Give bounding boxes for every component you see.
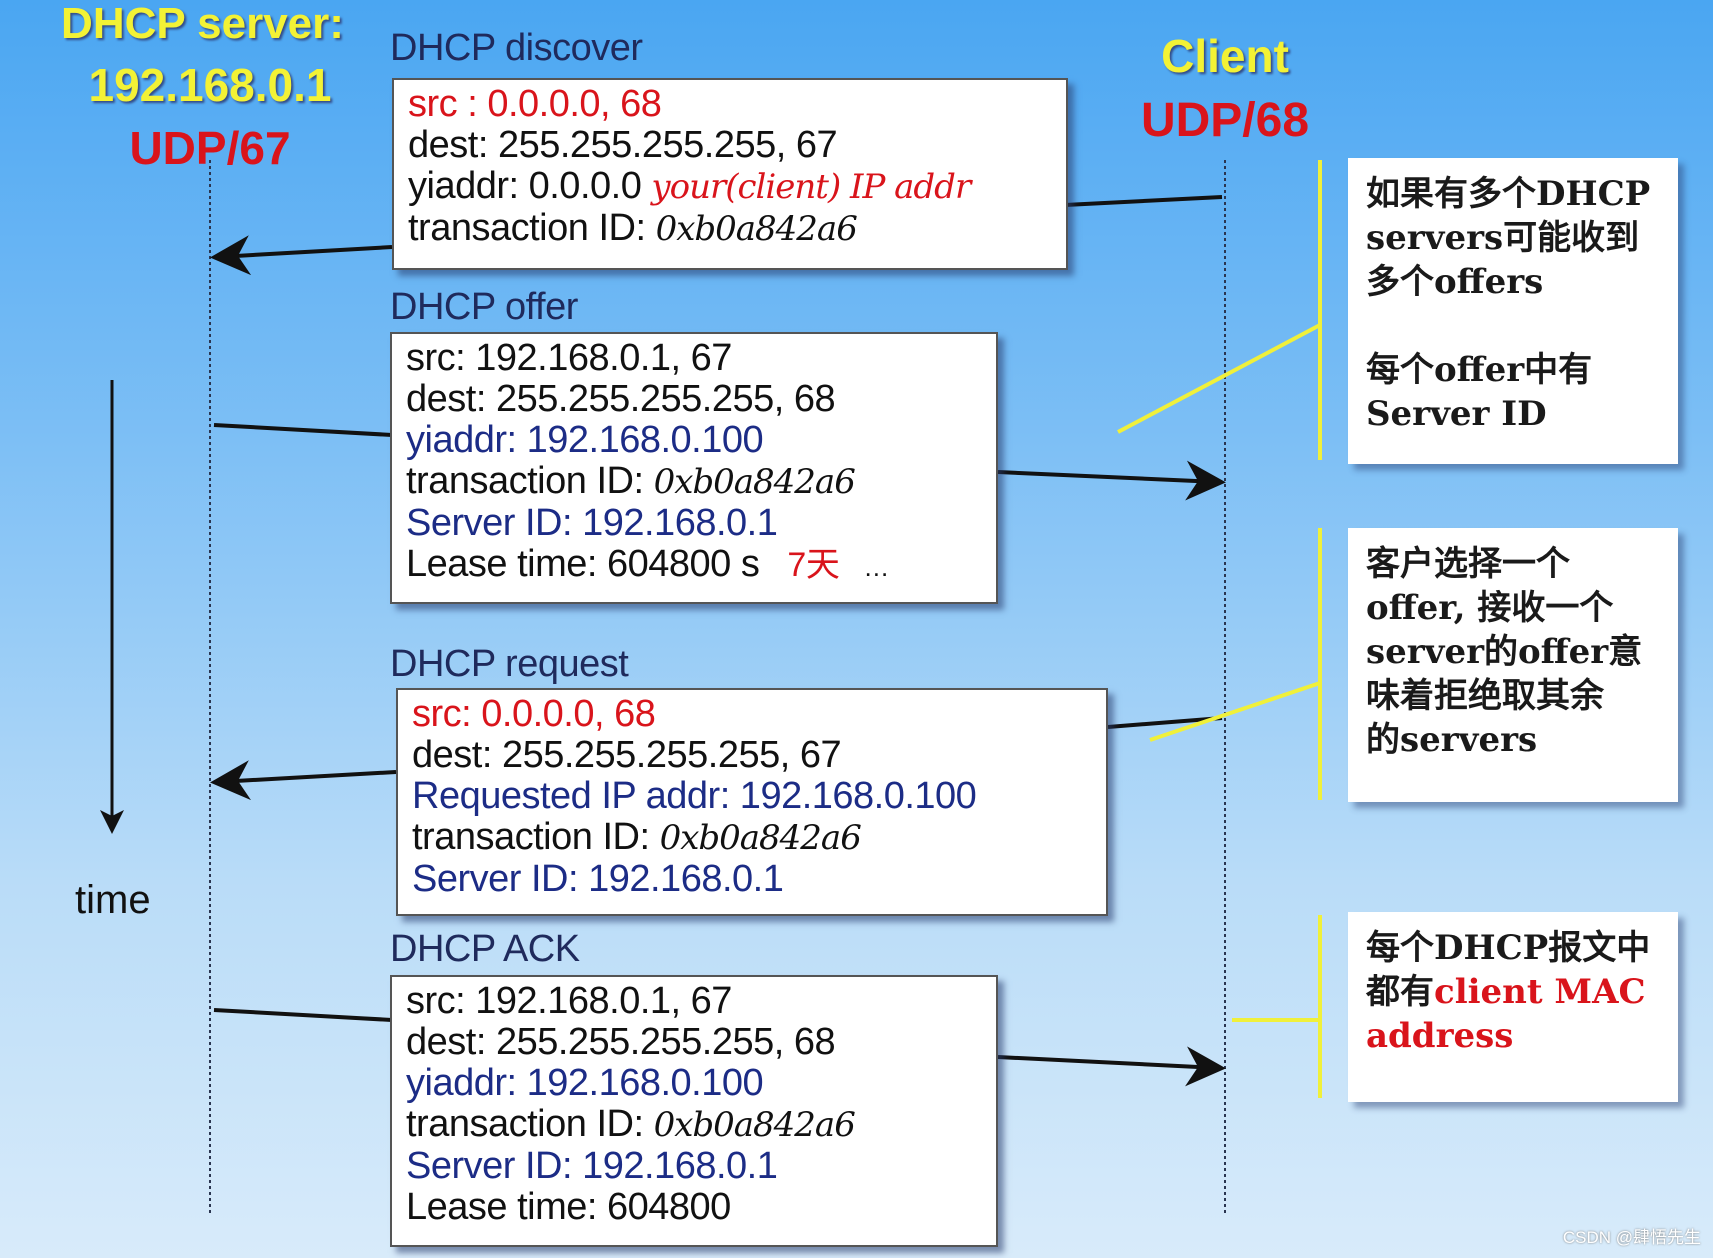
request-box: src: 0.0.0.0, 68 dest: 255.255.255.255, … xyxy=(396,688,1108,916)
offer-server-id: Server ID: 192.168.0.1 xyxy=(406,502,778,544)
ack-lease: Lease time: 604800 xyxy=(406,1186,731,1228)
note2-line2: offer, 接收一个 xyxy=(1366,588,1614,628)
note2-connector xyxy=(1149,681,1321,742)
discover-yiaddr: yiaddr: 0.0.0.0 xyxy=(408,165,642,207)
offer-arrow-left-segment xyxy=(213,423,393,437)
ack-xid-line: transaction ID: 0xb0a842a6 xyxy=(406,1104,982,1146)
request-dest: dest: 255.255.255.255, 67 xyxy=(412,734,842,776)
request-xid: 0xb0a842a6 xyxy=(659,818,862,858)
request-src: src: 0.0.0.0, 68 xyxy=(412,693,656,735)
ack-xid: 0xb0a842a6 xyxy=(653,1105,856,1145)
note3-line2-text: 都有 xyxy=(1366,972,1434,1012)
request-requested-ip: Requested IP addr: 192.168.0.100 xyxy=(412,775,977,817)
discover-box: src : 0.0.0.0, 68 dest: 255.255.255.255,… xyxy=(392,78,1068,270)
time-label: time xyxy=(75,878,151,922)
offer-arrow xyxy=(997,460,1226,501)
server-title: DHCP server: xyxy=(61,0,344,48)
request-xid-label: transaction ID: xyxy=(412,816,660,858)
note2-line1: 客户选择一个 xyxy=(1366,544,1570,584)
note2-line5: 的servers xyxy=(1366,720,1538,760)
note-client-mac: 每个DHCP报文中 都有client MAC address xyxy=(1348,912,1678,1102)
ack-src: src: 192.168.0.1, 67 xyxy=(406,980,732,1022)
request-arrow xyxy=(210,760,397,801)
client-title: Client xyxy=(1161,30,1289,82)
offer-box: src: 192.168.0.1, 67 dest: 255.255.255.2… xyxy=(390,332,998,604)
ack-xid-label: transaction ID: xyxy=(406,1103,654,1145)
server-port: UDP/67 xyxy=(129,122,291,174)
request-xid-line: transaction ID: 0xb0a842a6 xyxy=(412,817,1092,859)
offer-lease-line: Lease time: 604800 s 7天 … xyxy=(406,544,982,588)
note-multiple-offers: 如果有多个DHCP servers可能收到 多个offers 每个offer中有… xyxy=(1348,158,1678,464)
client-port: UDP/68 xyxy=(1140,94,1310,147)
discover-yiaddr-line: yiaddr: 0.0.0.0 your(client) IP addr xyxy=(408,166,1052,208)
discover-xid-label: transaction ID: xyxy=(408,207,656,249)
note3-line2-red: client MAC xyxy=(1434,972,1646,1012)
request-arrow-right-segment xyxy=(1107,716,1223,729)
request-title: DHCP request xyxy=(390,643,629,685)
server-ip: 192.168.0.1 xyxy=(88,59,332,111)
offer-title: DHCP offer xyxy=(390,286,578,328)
offer-ellipsis: … xyxy=(863,552,889,582)
ack-dest: dest: 255.255.255.255, 68 xyxy=(406,1021,836,1063)
discover-xid-line: transaction ID: 0xb0a842a6 xyxy=(408,208,1052,250)
note1-line1: 如果有多个DHCP xyxy=(1366,174,1651,214)
ack-title: DHCP ACK xyxy=(390,928,580,970)
ack-yiaddr: yiaddr: 192.168.0.100 xyxy=(406,1062,764,1104)
offer-xid: 0xb0a842a6 xyxy=(653,462,856,502)
offer-xid-label: transaction ID: xyxy=(406,460,654,502)
note1-line3: 多个offers xyxy=(1366,262,1544,302)
offer-lease-note: 7天 xyxy=(787,546,840,584)
ack-box: src: 192.168.0.1, 67 dest: 255.255.255.2… xyxy=(390,975,998,1247)
note1-spacer xyxy=(1366,304,1660,348)
request-server-id: Server ID: 192.168.0.1 xyxy=(412,858,784,900)
offer-lease: Lease time: 604800 s xyxy=(406,543,760,585)
note2-line3: server的offer意 xyxy=(1366,632,1643,672)
ack-arrow xyxy=(997,1046,1226,1087)
discover-src: src : 0.0.0.0, 68 xyxy=(408,83,662,125)
offer-yiaddr: yiaddr: 192.168.0.100 xyxy=(406,419,764,461)
watermark: CSDN @肆悟先生 xyxy=(1562,1228,1701,1247)
note1-line4: 每个offer中有 xyxy=(1366,350,1593,390)
note1-line2: servers可能收到 xyxy=(1366,218,1640,258)
note3-line3: address xyxy=(1366,1016,1514,1056)
discover-arrow-right-segment xyxy=(1064,195,1223,207)
offer-dest: dest: 255.255.255.255, 68 xyxy=(406,378,836,420)
offer-src: src: 192.168.0.1, 67 xyxy=(406,337,732,379)
note-client-selects-offer: 客户选择一个 offer, 接收一个 server的offer意 味着拒绝取其余… xyxy=(1348,528,1678,802)
note3-line1: 每个DHCP报文中 xyxy=(1366,928,1651,968)
discover-arrow xyxy=(210,235,393,276)
offer-xid-line: transaction ID: 0xb0a842a6 xyxy=(406,461,982,503)
ack-server-id: Server ID: 192.168.0.1 xyxy=(406,1145,778,1187)
ack-arrow-left-segment xyxy=(213,1008,393,1022)
note3-line2: 都有client MAC xyxy=(1366,970,1660,1014)
note1-connector xyxy=(1117,323,1321,434)
discover-title: DHCP discover xyxy=(390,27,643,69)
note1-line5: Server ID xyxy=(1366,394,1547,434)
discover-yiaddr-note: your(client) IP addr xyxy=(651,167,971,207)
note2-line4: 味着拒绝取其余 xyxy=(1366,676,1604,716)
discover-xid: 0xb0a842a6 xyxy=(655,209,858,249)
discover-dest: dest: 255.255.255.255, 67 xyxy=(408,124,838,166)
